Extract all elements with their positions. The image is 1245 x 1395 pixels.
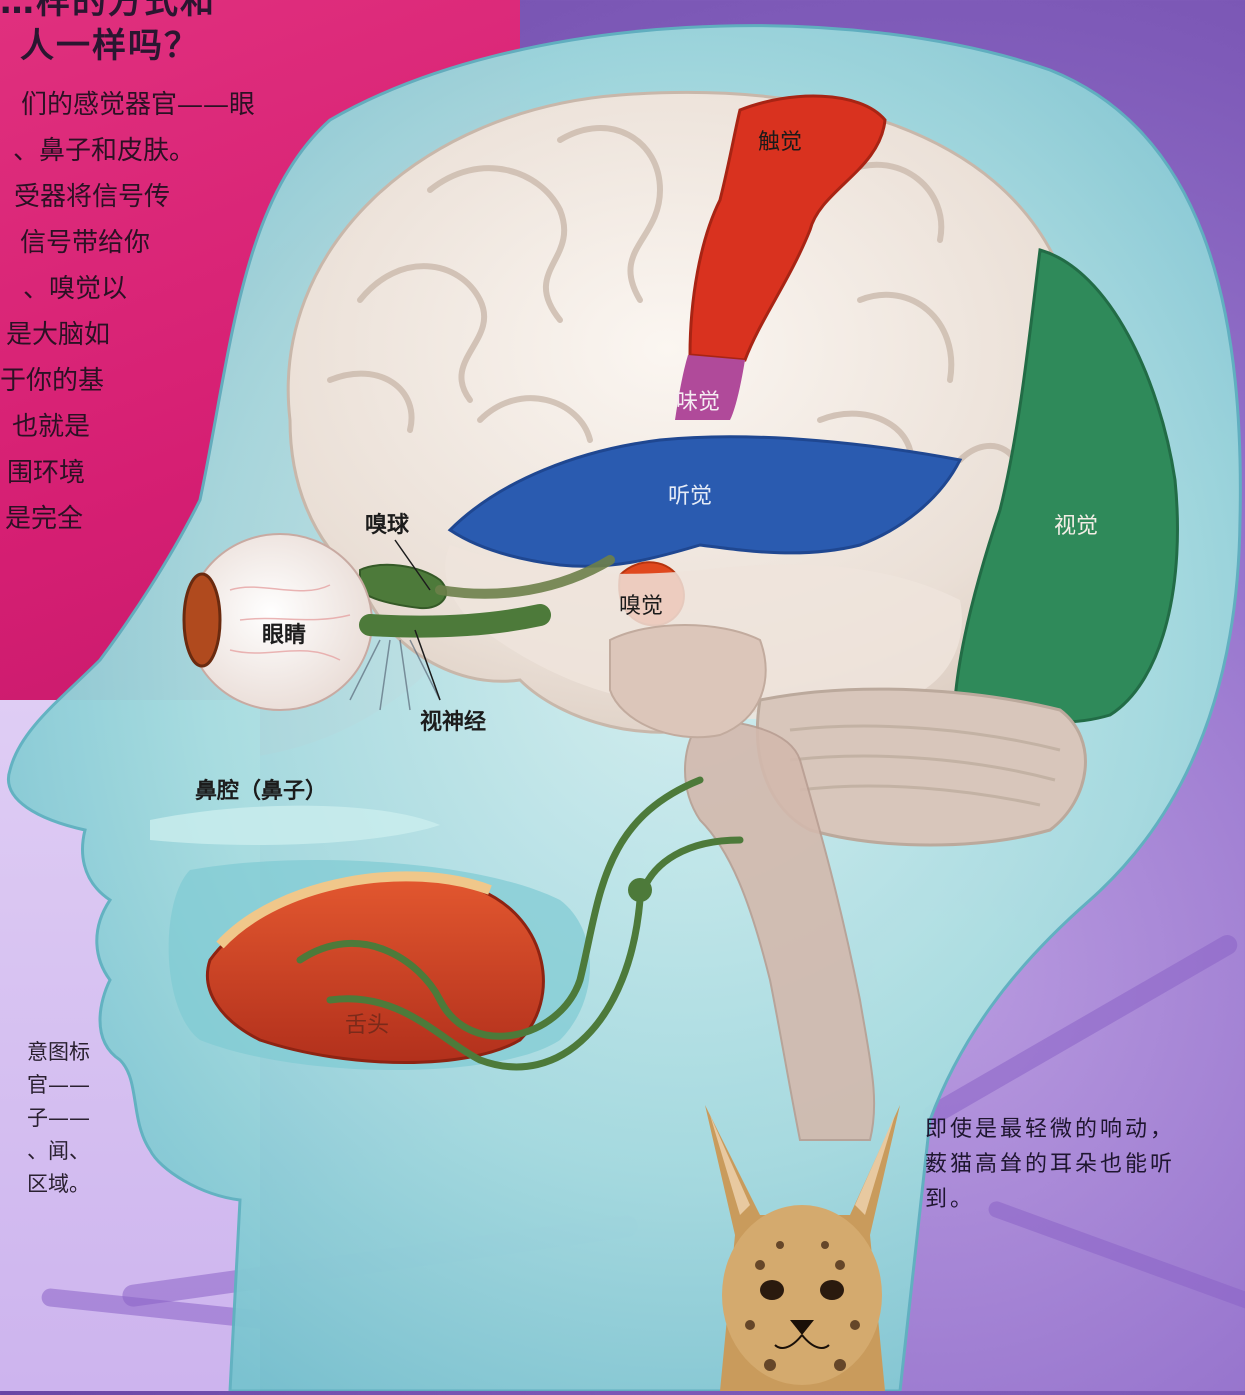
caption-diagram-note: 意图标 官—— 子—— 、闻、 区域。 bbox=[0, 1036, 90, 1201]
intro-line: 信号带给你 bbox=[0, 220, 255, 266]
label-tongue: 舌头 bbox=[345, 1007, 389, 1039]
iris bbox=[184, 574, 220, 666]
label-optic-nerve: 视神经 bbox=[420, 704, 486, 736]
intro-line: 、鼻子和皮肤。 bbox=[0, 128, 255, 174]
label-nasal-cavity: 鼻腔（鼻子） bbox=[195, 773, 327, 805]
intro-line: 是完全 bbox=[0, 496, 255, 542]
intro-line: 受器将信号传 bbox=[0, 174, 255, 220]
caption-line: 意图标 bbox=[0, 1036, 90, 1069]
label-eye: 眼睛 bbox=[262, 617, 306, 649]
intro-line: 是大脑如 bbox=[0, 312, 255, 358]
caption-line: 官—— bbox=[0, 1069, 90, 1102]
page-title-line-1: …样的方式和 bbox=[0, 0, 216, 24]
caption-line: 区域。 bbox=[0, 1168, 90, 1201]
label-touch: 触觉 bbox=[758, 124, 802, 156]
intro-line: 、嗅觉以 bbox=[0, 266, 255, 312]
caption-serval: 即使是最轻微的响动，薮猫高耸的耳朵也能听到。 bbox=[925, 1112, 1175, 1217]
caption-line: 、闻、 bbox=[0, 1135, 90, 1168]
label-vision: 视觉 bbox=[1054, 508, 1098, 540]
label-olfactory-bulb: 嗅球 bbox=[365, 507, 409, 539]
caption-line: 子—— bbox=[0, 1102, 90, 1135]
label-smell: 嗅觉 bbox=[619, 588, 663, 620]
intro-line: 围环境 bbox=[0, 450, 255, 496]
intro-line: 于你的基 bbox=[0, 358, 255, 404]
nerve-ganglion bbox=[628, 878, 652, 902]
intro-paragraph: 们的感觉器官——眼 、鼻子和皮肤。 受器将信号传 信号带给你 、嗅觉以 是大脑如… bbox=[0, 82, 255, 542]
label-taste: 味觉 bbox=[676, 384, 720, 416]
page-title-line-2: 人一样吗？ bbox=[20, 24, 200, 68]
label-hearing: 听觉 bbox=[668, 478, 712, 510]
intro-line: 也就是 bbox=[0, 404, 255, 450]
serval-cat-photo bbox=[690, 1095, 920, 1391]
optic-nerve bbox=[370, 615, 540, 627]
intro-line: 们的感觉器官——眼 bbox=[0, 82, 255, 128]
